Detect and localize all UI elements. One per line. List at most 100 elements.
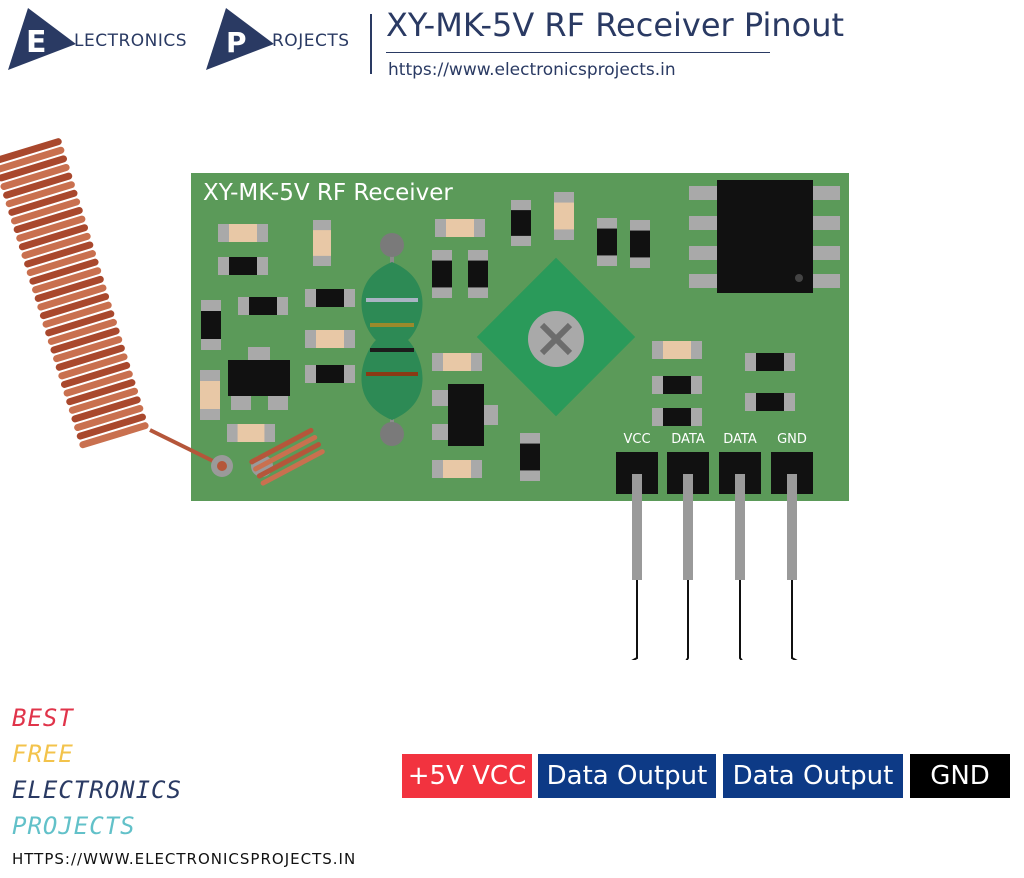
smd-capacitor <box>238 297 288 315</box>
smd-resistor <box>435 219 485 237</box>
logo-triangle-e-icon: E <box>8 8 76 70</box>
coil-turn <box>5 181 75 208</box>
footer-url: HTTPS://WWW.ELECTRONICSPROJECTS.IN <box>12 850 357 868</box>
small-coil-icon <box>249 427 325 486</box>
header-pin <box>787 474 797 580</box>
logo-triangle-p-icon: P <box>206 8 274 70</box>
smd-resistor <box>313 220 331 266</box>
potentiometer-icon <box>476 257 636 417</box>
transistor-icon <box>228 347 290 410</box>
coil-turn <box>63 370 133 397</box>
coil-turn <box>3 172 73 199</box>
coil-turn <box>32 267 102 294</box>
coil-turn <box>0 155 67 182</box>
page-title: XY-MK-5V RF Receiver Pinout <box>386 6 845 44</box>
badge-line-electronics: ELECTRONICS <box>12 776 182 804</box>
coil-turn <box>74 404 144 431</box>
coil-turn <box>29 258 99 285</box>
smd-resistor <box>200 370 220 420</box>
smd-capacitor <box>218 257 268 275</box>
logo-letter-e: E <box>26 25 47 60</box>
coil-turn <box>0 146 65 173</box>
logo-text-projects: ROJECTS <box>272 31 350 51</box>
coil-turn <box>79 422 149 449</box>
coil-turn <box>60 361 131 388</box>
smd-capacitor <box>511 200 531 246</box>
smd-capacitor <box>468 250 488 298</box>
smd-resistor <box>218 224 268 242</box>
output-label-gnd: GND <box>910 754 1010 798</box>
coil-turn <box>76 413 146 440</box>
antenna-lead <box>149 428 216 464</box>
header-pin <box>683 474 693 580</box>
smd-resistor <box>554 192 574 240</box>
badge-line-projects: PROJECTS <box>12 812 136 840</box>
receiver-illustration <box>0 138 849 660</box>
header-divider <box>370 14 372 74</box>
coil-turn <box>71 396 141 423</box>
pin-leader-lines <box>631 580 798 660</box>
coil-turn <box>8 189 78 216</box>
coil-turn <box>42 301 112 328</box>
smd-capacitor <box>652 376 702 394</box>
coil-turn <box>47 318 117 345</box>
leader-line <box>631 580 638 660</box>
smd-capacitor <box>432 250 452 298</box>
smd-capacitor <box>630 220 650 268</box>
smd-capacitor <box>305 289 355 307</box>
coil-turn <box>53 336 123 363</box>
chip-icon <box>689 180 840 293</box>
leader-line <box>685 580 689 660</box>
smd-resistor <box>432 353 482 371</box>
coil-turn <box>45 310 115 337</box>
pin-label-gnd: GND <box>777 432 807 447</box>
output-label-data-1: Data Output <box>538 754 716 798</box>
output-label-vcc: +5V VCC <box>402 754 532 798</box>
pin-label-vcc: VCC <box>623 432 651 447</box>
coil-turn <box>24 241 94 268</box>
leader-line <box>791 580 798 660</box>
header-url: https://www.electronicsprojects.in <box>388 60 676 80</box>
coil-turn <box>55 344 125 371</box>
coil-turn <box>68 387 139 414</box>
badge-line-free: FREE <box>12 740 74 768</box>
inductor-icon <box>361 233 423 446</box>
smd-resistor <box>305 330 355 348</box>
pin-label-data-1: DATA <box>671 432 705 447</box>
smd-capacitor <box>597 218 617 266</box>
transistor-icon <box>432 384 498 446</box>
coil-turn <box>58 353 128 380</box>
output-label-data-2: Data Output <box>723 754 903 798</box>
leader-line <box>739 580 743 660</box>
smd-capacitor <box>520 433 540 481</box>
coil-turn <box>13 207 83 234</box>
title-underline <box>386 52 770 53</box>
coil-turn <box>66 379 136 406</box>
header-pins <box>616 452 813 580</box>
board-label: XY-MK-5V RF Receiver <box>203 180 453 206</box>
logo-text-electronics: LECTRONICS <box>74 31 188 51</box>
coil-turn <box>18 224 89 251</box>
smd-resistor <box>432 460 482 478</box>
smd-capacitor <box>305 365 355 383</box>
smd-capacitor <box>745 393 795 411</box>
smd-resistor <box>227 424 275 442</box>
logo-letter-p: P <box>226 26 247 59</box>
coil-turn <box>50 327 120 354</box>
coil-turn <box>21 232 91 259</box>
smd-resistor <box>652 341 702 359</box>
coil-turn <box>34 275 104 302</box>
header-pin <box>735 474 745 580</box>
coil-turn <box>0 138 62 165</box>
smd-capacitor <box>745 353 795 371</box>
coil-turn <box>10 198 81 225</box>
coil-turn <box>39 293 110 320</box>
coil-turn <box>37 284 107 311</box>
pin-label-data-2: DATA <box>723 432 757 447</box>
smd-capacitor <box>201 300 221 350</box>
header-pin <box>632 474 642 580</box>
badge-line-best: BEST <box>12 704 74 732</box>
coil-turn <box>26 250 96 277</box>
coil-turn <box>0 163 70 190</box>
smd-capacitor <box>652 408 702 426</box>
